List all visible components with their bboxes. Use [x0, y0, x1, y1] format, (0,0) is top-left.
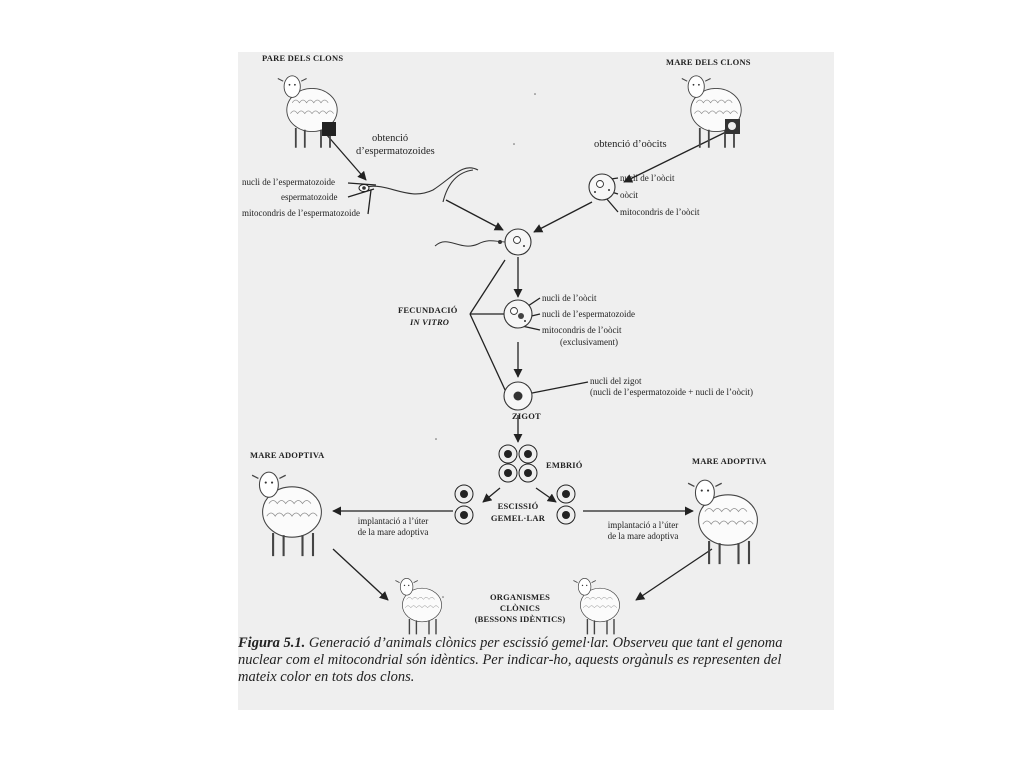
label-clones: ORGANISMES	[489, 592, 551, 602]
label-in-vitro: IN VITRO	[410, 317, 450, 327]
label-split: ESCISSIÓ	[497, 501, 539, 511]
cloning-diagram	[251, 74, 759, 636]
label-clones-3: (BESSONS IDÈNTICS)	[474, 614, 566, 624]
label-sperm-nucleus: nucli de l’espermatozoide	[242, 177, 335, 187]
figure-caption: Figura 5.1. Generació d’animals clònics …	[238, 635, 798, 686]
label-sperm: espermatozoide	[281, 192, 338, 202]
label-f-oocyte-nucleus: nucli de l’oòcit	[542, 293, 597, 303]
label-mother: MARE DELS CLONS	[666, 57, 751, 67]
label-implant-right: implantació a l’úter	[607, 520, 679, 530]
label-sperm-obtain-2: d’espermatozoides	[356, 146, 435, 157]
label-adoptive-left: MARE ADOPTIVA	[250, 450, 325, 460]
label-f-exclusive: (exclusivament)	[560, 337, 618, 347]
label-sperm-mito: mitocondris de l’espermatozoide	[242, 208, 360, 218]
label-implant-right-2: de la mare adoptiva	[607, 531, 679, 541]
label-implant-left: implantació a l’úter	[357, 516, 429, 526]
label-zygote-nucleus-2: (nucli de l’espermatozoide + nucli de l’…	[590, 387, 754, 397]
label-oocyte-obtain: obtenció d’oòcits	[594, 139, 667, 150]
label-zygote: ZIGOT	[512, 411, 541, 421]
label-f-oocyte-mito: mitocondris de l’oòcit	[542, 325, 622, 335]
label-fertilization: FECUNDACIÓ	[398, 305, 458, 315]
caption-text: Generació d’animals clònics per escissió…	[238, 635, 783, 685]
label-oocyte-nucleus: nucli de l’oòcit	[620, 173, 675, 183]
label-oocyte-mito: mitocondris de l’oòcit	[620, 207, 700, 217]
label-embryo: EMBRIÓ	[546, 460, 583, 470]
scanned-figure: PARE DELS CLONS MARE DELS CLONS obtenció…	[238, 52, 834, 710]
label-sperm-obtain: obtenció	[372, 133, 409, 144]
label-father: PARE DELS CLONS	[262, 53, 344, 63]
label-adoptive-right: MARE ADOPTIVA	[692, 456, 767, 466]
label-zygote-nucleus: nucli del zigot	[590, 376, 642, 386]
caption-figure-label: Figura 5.1.	[238, 635, 306, 651]
label-split-2: GEMEL·LAR	[490, 513, 546, 523]
label-implant-left-2: de la mare adoptiva	[357, 527, 429, 537]
label-f-sperm-nucleus: nucli de l’espermatozoide	[542, 309, 635, 319]
label-clones-2: CLÒNICS	[499, 603, 541, 613]
label-oocyte: oòcit	[620, 190, 638, 200]
